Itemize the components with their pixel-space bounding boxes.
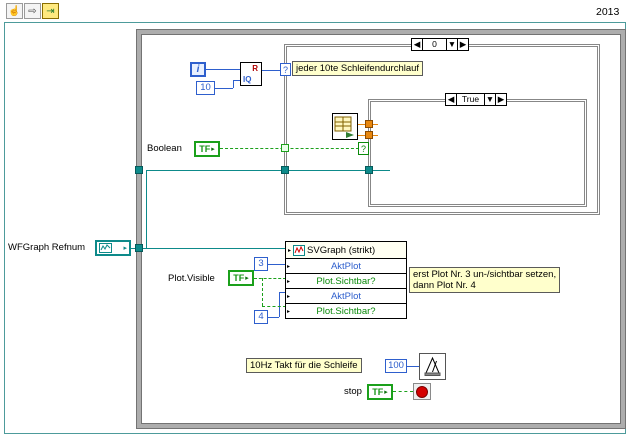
divisor-wire-v — [233, 80, 234, 88]
refnum-in-arrow-icon: ▸ — [288, 247, 292, 254]
divisor-wire-h — [215, 88, 233, 89]
refnum-wire-main — [131, 248, 286, 249]
plot-visible-label: Plot.Visible — [168, 273, 215, 284]
wfgraph-refnum-label: WFGraph Refnum — [8, 242, 86, 253]
stop-label: stop — [344, 386, 362, 397]
outer-case-selector-label[interactable]: 0 — [432, 39, 437, 50]
metronome-icon — [424, 356, 441, 376]
while-loop — [137, 30, 625, 428]
loop-tunnel-refnum — [135, 244, 143, 252]
property-row-aktplot-2[interactable]: ▸ AktPlot — [286, 288, 406, 303]
outer-case-selector[interactable]: ◀ 0 ▼ ▶ — [411, 38, 469, 51]
stop-wire — [393, 391, 413, 392]
table-builder-node[interactable] — [332, 113, 358, 140]
wait-ms-wire — [407, 366, 419, 367]
inner-case-selector-terminal[interactable]: ? — [358, 142, 369, 155]
table-icon — [334, 116, 354, 138]
property-node-title: SVGraph (strikt) — [307, 244, 376, 256]
remainder-label: R — [252, 64, 258, 73]
inner-case-next-icon[interactable]: ▶ — [495, 94, 506, 105]
wait-next-ms-node[interactable] — [419, 353, 446, 380]
plot4-constant[interactable]: 4 — [254, 310, 268, 324]
output-arrow-icon: ▸ — [245, 275, 249, 282]
plot3-wire — [268, 264, 286, 265]
wfgraph-refnum-terminal[interactable]: ▸ — [95, 240, 131, 256]
refnum-wire-branch-v — [146, 170, 147, 248]
snippet-glyph: ⇥ — [46, 5, 55, 17]
plot-visible-terminal[interactable]: TF ▸ — [228, 270, 254, 286]
write-arrow-icon: ▸ — [287, 293, 291, 300]
inner-case-selector-label[interactable]: True — [461, 94, 480, 105]
inner-case-tunnel-refnum — [365, 166, 373, 174]
tf-glyph: TF — [199, 144, 211, 154]
iteration-terminal[interactable]: i — [190, 62, 206, 77]
stop-terminal[interactable]: TF ▸ — [367, 384, 393, 400]
output-arrow-icon: ▸ — [123, 245, 127, 252]
operate-tool-icon[interactable]: ☝ — [6, 3, 23, 19]
property-node[interactable]: ▸ SVGraph (strikt) ▸ AktPlot ▸ Plot.Sich… — [285, 241, 407, 319]
quotient-label: IQ — [243, 75, 252, 84]
plots-comment-line2: dann Plot Nr. 4 — [413, 280, 476, 291]
graph-refnum-icon — [99, 243, 112, 253]
diagram-frame — [4, 22, 626, 434]
property-row-aktplot-1[interactable]: ▸ AktPlot — [286, 258, 406, 273]
outer-case-dropdown-icon[interactable]: ▼ — [446, 39, 457, 50]
arrow-tool-icon[interactable]: ⇨ — [24, 3, 41, 19]
inner-case-dropdown-icon[interactable]: ▼ — [484, 94, 495, 105]
stop-button-icon — [416, 385, 428, 398]
plot4-wire-v — [279, 292, 280, 317]
divisor-wire-h2 — [233, 80, 240, 81]
inner-case-tunnel-orange-2 — [365, 131, 373, 139]
property-row-label: AktPlot — [330, 260, 362, 272]
plot-visible-wire-1 — [254, 278, 286, 279]
plots-comment: erst Plot Nr. 3 un-/sichtbar setzen, dan… — [409, 267, 561, 293]
plot4-wire-h — [268, 317, 279, 318]
plot4-wire-h2 — [279, 292, 286, 293]
property-row-label: Plot.Sichtbar? — [316, 305, 376, 317]
refnum-wire-branch-h — [146, 170, 390, 171]
year-label: 2013 — [596, 6, 620, 18]
plot3-constant[interactable]: 3 — [254, 257, 268, 271]
remainder-wire — [262, 70, 280, 71]
write-arrow-icon: ▸ — [287, 278, 291, 285]
property-row-sichtbar-2[interactable]: ▸ Plot.Sichtbar? — [286, 303, 406, 318]
plots-comment-line1: erst Plot Nr. 3 un-/sichtbar setzen, — [413, 269, 557, 280]
boolean-label: Boolean — [147, 143, 182, 154]
write-arrow-icon: ▸ — [287, 308, 291, 315]
inner-case-structure — [368, 99, 587, 207]
plot-visible-wire-2 — [262, 306, 286, 307]
case-tunnel-refnum — [281, 166, 289, 174]
hand-glyph: ☝ — [8, 5, 21, 17]
case-tunnel-boolean — [281, 144, 289, 152]
outer-case-selector-terminal[interactable]: ? — [280, 63, 291, 76]
property-row-label: Plot.Sichtbar? — [316, 275, 376, 287]
tf-glyph: TF — [233, 273, 245, 283]
outer-case-next-icon[interactable]: ▶ — [457, 39, 468, 50]
inner-case-prev-icon[interactable]: ◀ — [446, 94, 457, 105]
i-wire — [206, 69, 241, 70]
arrow-glyph: ⇨ — [28, 5, 37, 17]
inner-case-tunnel-orange-1 — [365, 120, 373, 128]
divisor-constant[interactable]: 10 — [196, 81, 215, 95]
write-arrow-icon: ▸ — [287, 263, 291, 270]
outer-case-prev-icon[interactable]: ◀ — [412, 39, 423, 50]
tf-glyph: TF — [372, 387, 384, 397]
inner-case-selector[interactable]: ◀ True ▼ ▶ — [445, 93, 507, 106]
quotient-remainder-node[interactable]: R IQ — [240, 62, 262, 86]
boolean-terminal[interactable]: TF ▸ — [194, 141, 220, 157]
property-row-sichtbar-1[interactable]: ▸ Plot.Sichtbar? — [286, 273, 406, 288]
property-node-header[interactable]: ▸ SVGraph (strikt) — [286, 242, 406, 258]
iteration-comment: jeder 10te Schleifendurchlauf — [292, 61, 424, 76]
plot-visible-wire-branch — [262, 278, 263, 306]
wait-ms-constant[interactable]: 100 — [385, 359, 407, 373]
svgraph-class-icon — [293, 244, 306, 256]
output-arrow-icon: ▸ — [211, 146, 215, 153]
boolean-wire — [220, 148, 364, 149]
loop-tunnel-refnum-2 — [135, 166, 143, 174]
snippet-icon[interactable]: ⇥ — [42, 3, 59, 19]
loop-condition-terminal[interactable] — [413, 383, 431, 400]
output-arrow-icon: ▸ — [384, 389, 388, 396]
property-row-label: AktPlot — [330, 290, 362, 302]
timing-comment: 10Hz Takt für die Schleife — [246, 358, 362, 373]
